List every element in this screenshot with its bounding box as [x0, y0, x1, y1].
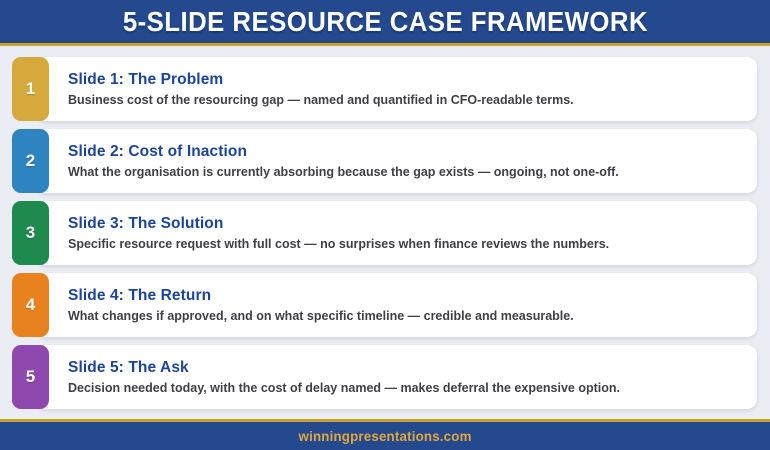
step-title: Slide 3: The Solution	[68, 215, 224, 233]
step-description: Decision needed today, with the cost of …	[68, 380, 620, 395]
step-title: Slide 2: Cost of Inaction	[68, 143, 248, 161]
framework-row-4: 4 Slide 4: The Return What changes if ap…	[12, 273, 757, 337]
step-number-badge: 3	[12, 201, 49, 265]
step-card: Slide 5: The Ask Decision needed today, …	[37, 345, 757, 409]
framework-row-1: 1 Slide 1: The Problem Business cost of …	[12, 57, 757, 121]
step-number-badge: 1	[12, 57, 49, 121]
step-card: Slide 3: The Solution Specific resource …	[37, 201, 757, 265]
framework-rows: 1 Slide 1: The Problem Business cost of …	[0, 46, 770, 419]
step-number-badge: 2	[12, 129, 49, 193]
framework-row-5: 5 Slide 5: The Ask Decision needed today…	[12, 345, 757, 409]
step-description: Specific resource request with full cost…	[68, 236, 610, 251]
step-card: Slide 2: Cost of Inaction What the organ…	[37, 129, 757, 193]
footer-banner: winningpresentations.com	[0, 419, 770, 450]
header-banner: 5-SLIDE RESOURCE CASE FRAMEWORK	[0, 0, 770, 46]
framework-row-3: 3 Slide 3: The Solution Specific resourc…	[12, 201, 757, 265]
step-title: Slide 4: The Return	[68, 287, 212, 305]
step-description: What changes if approved, and on what sp…	[68, 308, 574, 323]
step-title: Slide 1: The Problem	[68, 71, 224, 89]
step-number-badge: 4	[12, 273, 49, 337]
page-title: 5-SLIDE RESOURCE CASE FRAMEWORK	[122, 5, 648, 37]
step-card: Slide 4: The Return What changes if appr…	[37, 273, 757, 337]
step-description: Business cost of the resourcing gap — na…	[68, 92, 574, 107]
framework-row-2: 2 Slide 2: Cost of Inaction What the org…	[12, 129, 757, 193]
website-url: winningpresentations.com	[298, 428, 472, 444]
step-title: Slide 5: The Ask	[68, 359, 189, 377]
step-card: Slide 1: The Problem Business cost of th…	[37, 57, 757, 121]
step-number-badge: 5	[12, 345, 49, 409]
step-description: What the organisation is currently absor…	[68, 164, 619, 179]
